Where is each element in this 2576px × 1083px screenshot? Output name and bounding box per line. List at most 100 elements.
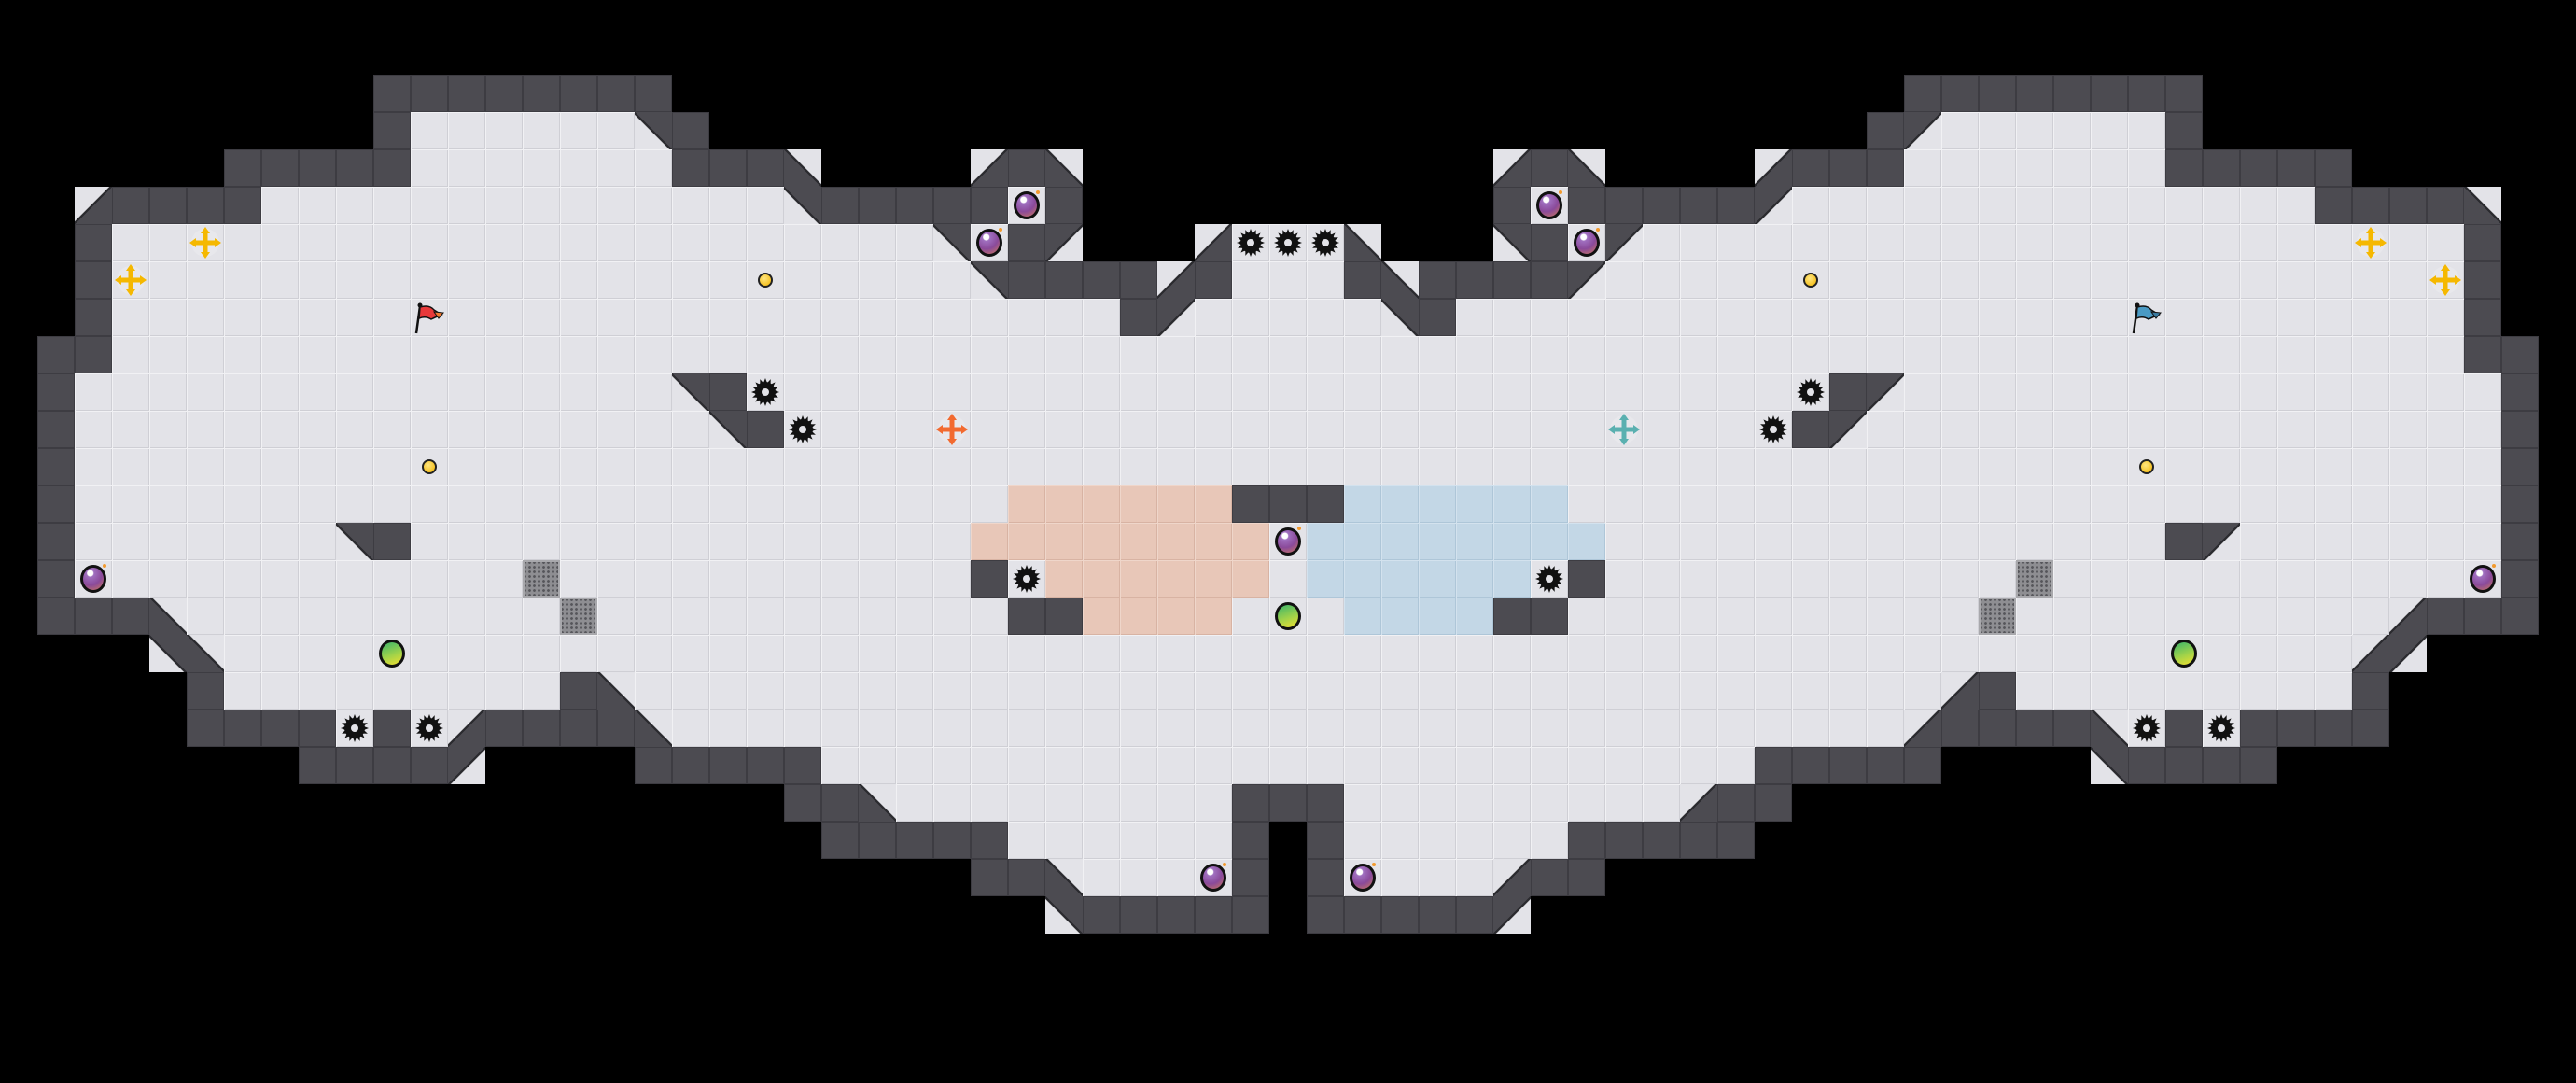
wall-tile xyxy=(1755,747,1792,784)
floor-tile xyxy=(635,336,672,373)
floor-tile xyxy=(1643,710,1680,747)
floor-tile xyxy=(2277,373,2315,411)
floor-tile xyxy=(2389,523,2427,560)
diagonal-wall-tile xyxy=(2091,747,2128,784)
wall-tile xyxy=(1531,261,1568,299)
floor-tile xyxy=(1792,635,1829,672)
floor-tile xyxy=(1493,822,1531,859)
wall-tile xyxy=(1792,149,1829,187)
diagonal-wall-tile xyxy=(635,112,672,149)
floor-tile xyxy=(709,485,747,523)
floor-tile xyxy=(933,635,971,672)
floor-tile xyxy=(2352,373,2389,411)
red-zone-tile xyxy=(1083,523,1120,560)
red-zone-tile xyxy=(1195,523,1232,560)
diagonal-wall-tile xyxy=(2203,523,2240,560)
wall-tile xyxy=(1717,822,1755,859)
diagonal-wall-tile xyxy=(1904,112,1941,149)
wall-tile xyxy=(2165,149,2203,187)
wall-tile xyxy=(187,187,224,224)
gate-icon xyxy=(560,598,597,635)
floor-tile xyxy=(448,485,485,523)
floor-tile xyxy=(635,560,672,598)
floor-tile xyxy=(2277,523,2315,560)
floor-tile xyxy=(1008,411,1045,448)
floor-tile xyxy=(1157,784,1195,822)
floor-tile xyxy=(523,411,560,448)
floor-tile xyxy=(485,149,523,187)
floor-tile xyxy=(2427,485,2464,523)
floor-tile xyxy=(1269,411,1307,448)
floor-tile xyxy=(1941,224,1979,261)
floor-tile xyxy=(485,261,523,299)
floor-tile xyxy=(2128,635,2165,672)
floor-tile xyxy=(1120,448,1157,485)
wall-tile xyxy=(971,859,1008,896)
diagonal-wall-tile xyxy=(672,373,709,411)
floor-tile xyxy=(821,336,859,373)
floor-tile xyxy=(1829,672,1867,710)
wall-tile xyxy=(1008,859,1045,896)
floor-tile xyxy=(2277,224,2315,261)
wall-tile xyxy=(1605,187,1643,224)
floor-tile xyxy=(1829,523,1867,560)
diagonal-wall-tile xyxy=(971,149,1008,187)
floor-tile xyxy=(2203,373,2240,411)
floor-tile xyxy=(709,672,747,710)
floor-tile xyxy=(821,299,859,336)
floor-tile xyxy=(896,224,933,261)
floor-tile xyxy=(896,635,933,672)
wall-tile xyxy=(187,672,224,710)
wall-tile xyxy=(597,710,635,747)
floor-tile xyxy=(448,448,485,485)
floor-tile xyxy=(2091,112,2128,149)
wall-tile xyxy=(2315,149,2352,187)
wall-tile xyxy=(2016,75,2053,112)
floor-tile xyxy=(523,261,560,299)
floor-tile xyxy=(523,336,560,373)
floor-tile xyxy=(1157,448,1195,485)
floor-tile xyxy=(560,448,597,485)
red-zone-tile xyxy=(1083,560,1120,598)
wall-tile xyxy=(747,149,784,187)
floor-tile xyxy=(224,523,261,560)
floor-tile xyxy=(1941,485,1979,523)
floor-tile xyxy=(1344,299,1381,336)
floor-tile xyxy=(336,672,373,710)
diagonal-wall-tile xyxy=(1045,149,1083,187)
floor-tile xyxy=(784,336,821,373)
blue-zone-tile xyxy=(1493,485,1531,523)
floor-tile xyxy=(1456,672,1493,710)
wall-tile xyxy=(1307,822,1344,859)
floor-tile xyxy=(2277,485,2315,523)
floor-tile xyxy=(1531,672,1568,710)
floor-tile xyxy=(2315,635,2352,672)
floor-tile xyxy=(672,672,709,710)
wall-tile xyxy=(2203,747,2240,784)
floor-tile xyxy=(2240,485,2277,523)
floor-tile xyxy=(1605,635,1643,672)
floor-tile xyxy=(821,747,859,784)
floor-tile xyxy=(448,187,485,224)
red-zone-tile xyxy=(1157,560,1195,598)
floor-tile xyxy=(523,224,560,261)
floor-tile xyxy=(1456,747,1493,784)
floor-tile xyxy=(896,373,933,411)
wall-tile xyxy=(859,822,896,859)
floor-tile xyxy=(149,485,187,523)
floor-tile xyxy=(2091,485,2128,523)
wall-tile xyxy=(37,411,75,448)
floor-tile xyxy=(411,523,448,560)
wall-tile xyxy=(1605,822,1643,859)
floor-tile xyxy=(224,560,261,598)
floor-tile xyxy=(933,373,971,411)
floor-tile xyxy=(709,560,747,598)
floor-tile xyxy=(1717,485,1755,523)
bomb-icon xyxy=(1008,187,1045,224)
floor-tile xyxy=(1456,299,1493,336)
floor-tile xyxy=(1979,485,2016,523)
floor-tile xyxy=(112,299,149,336)
wall-tile xyxy=(373,747,411,784)
floor-tile xyxy=(1568,336,1605,373)
floor-tile xyxy=(1232,411,1269,448)
